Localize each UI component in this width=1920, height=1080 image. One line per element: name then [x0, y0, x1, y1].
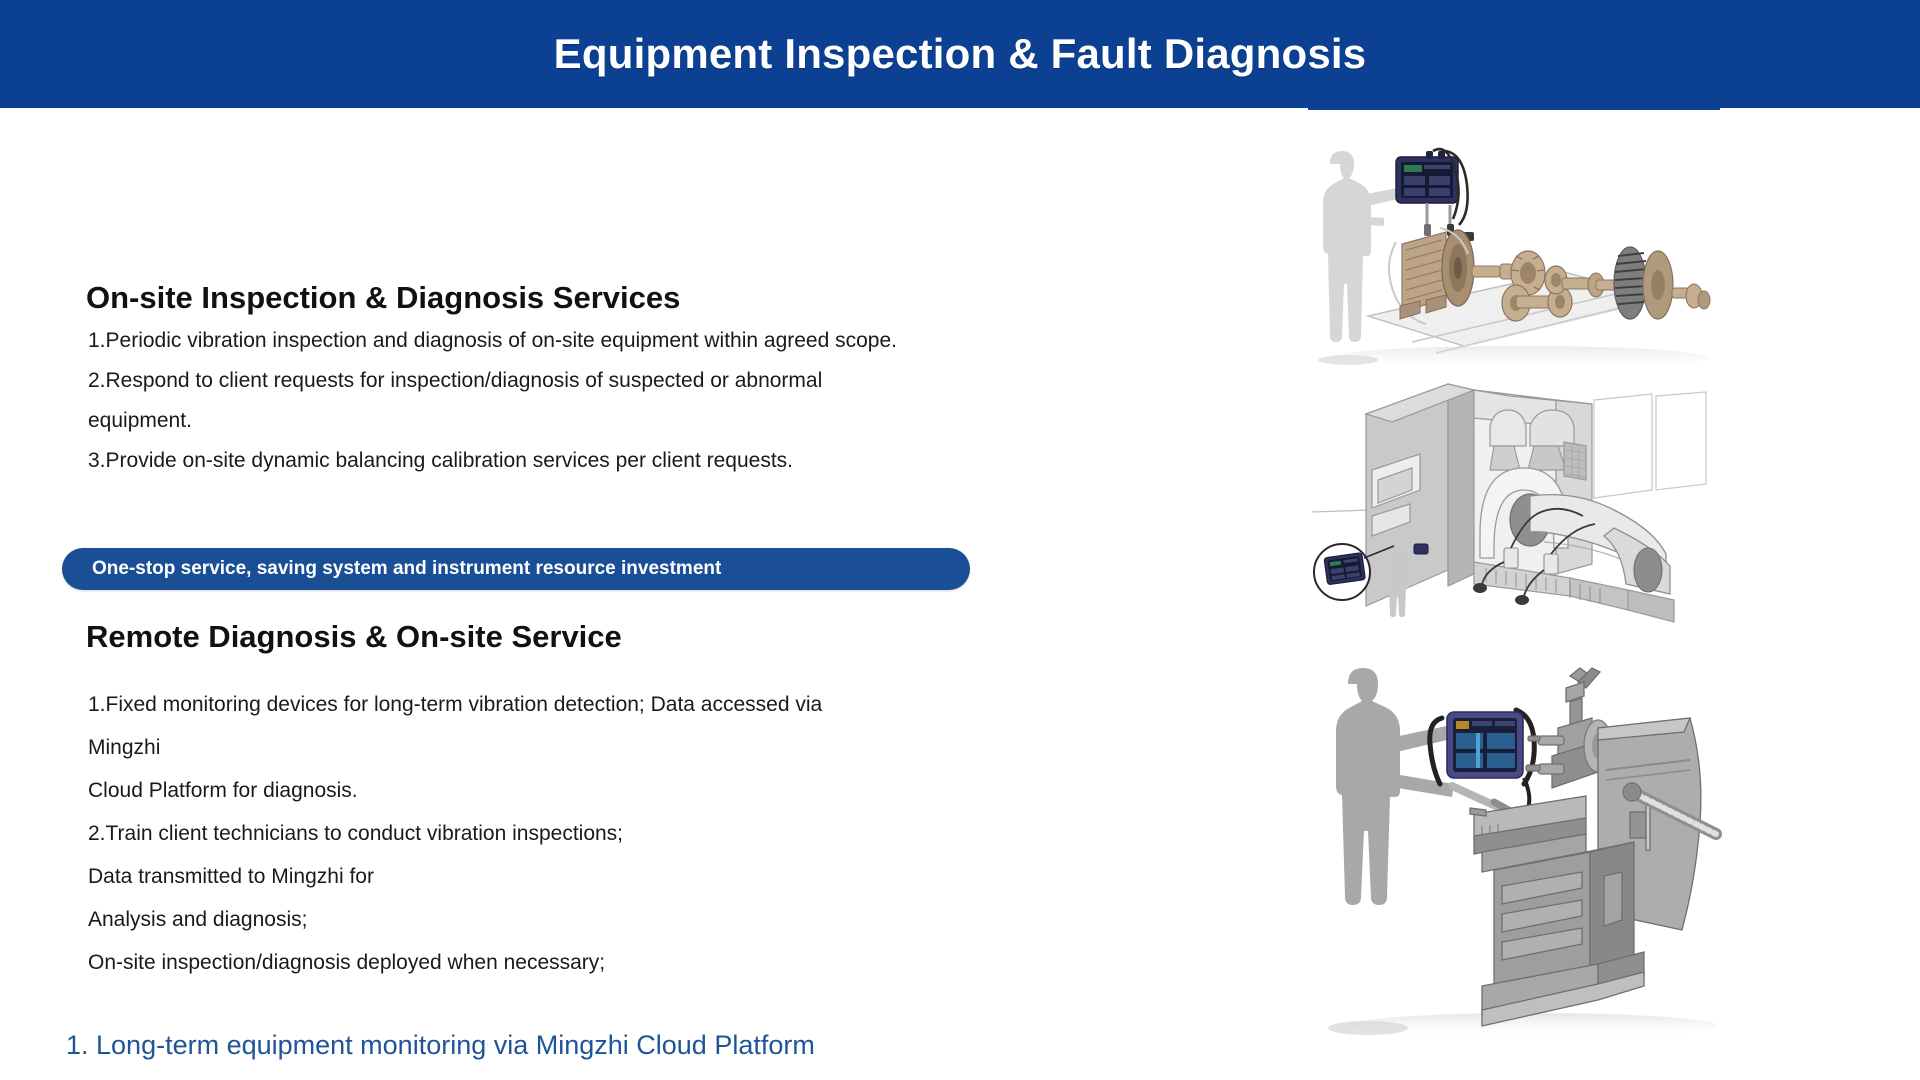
section1-line-3: equipment.	[88, 409, 192, 432]
section2-line-4: 2.Train client technicians to conduct vi…	[88, 822, 624, 845]
page-title: Equipment Inspection & Fault Diagnosis	[553, 30, 1367, 77]
illustration-column	[1290, 110, 1920, 1040]
section-heading-onsite-inspection: On-site Inspection & Diagnosis Services	[86, 280, 681, 315]
section1-line-4: 3.Provide on-site dynamic balancing cali…	[88, 449, 794, 472]
section2-line-6: Analysis and diagnosis;	[88, 908, 308, 931]
one-stop-service-banner-label: One-stop service, saving system and inst…	[92, 558, 722, 579]
section1-line-2: 2.Respond to client requests for inspect…	[88, 369, 823, 392]
section2-line-1: 1.Fixed monitoring devices for long-term…	[88, 693, 823, 716]
title-bar: Equipment Inspection & Fault Diagnosis	[0, 0, 1920, 108]
technician-tablet-motor-gearbox-illustration	[1290, 110, 1740, 370]
one-stop-service-banner: One-stop service, saving system and inst…	[62, 548, 970, 590]
highlight-item-1: 1. Long-term equipment monitoring via Mi…	[66, 1030, 815, 1060]
title-accent-underline	[1308, 106, 1720, 111]
section2-line-7: On-site inspection/diagnosis deployed wh…	[88, 951, 606, 974]
section2-line-5: Data transmitted to Mingzhi for	[88, 865, 374, 888]
section2-line-3: Cloud Platform for diagnosis.	[88, 779, 358, 802]
left-content-column: On-site Inspection & Diagnosis Services …	[0, 108, 1130, 1080]
technician-machine-tool-balancing-illustration	[1302, 640, 1732, 1040]
section2-line-2: Mingzhi	[88, 736, 161, 759]
section1-line-1: 1.Periodic vibration inspection and diag…	[88, 329, 897, 352]
section-heading-remote-diagnosis: Remote Diagnosis & On-site Service	[86, 619, 622, 654]
turbine-generator-sensor-illustration	[1308, 372, 1728, 632]
